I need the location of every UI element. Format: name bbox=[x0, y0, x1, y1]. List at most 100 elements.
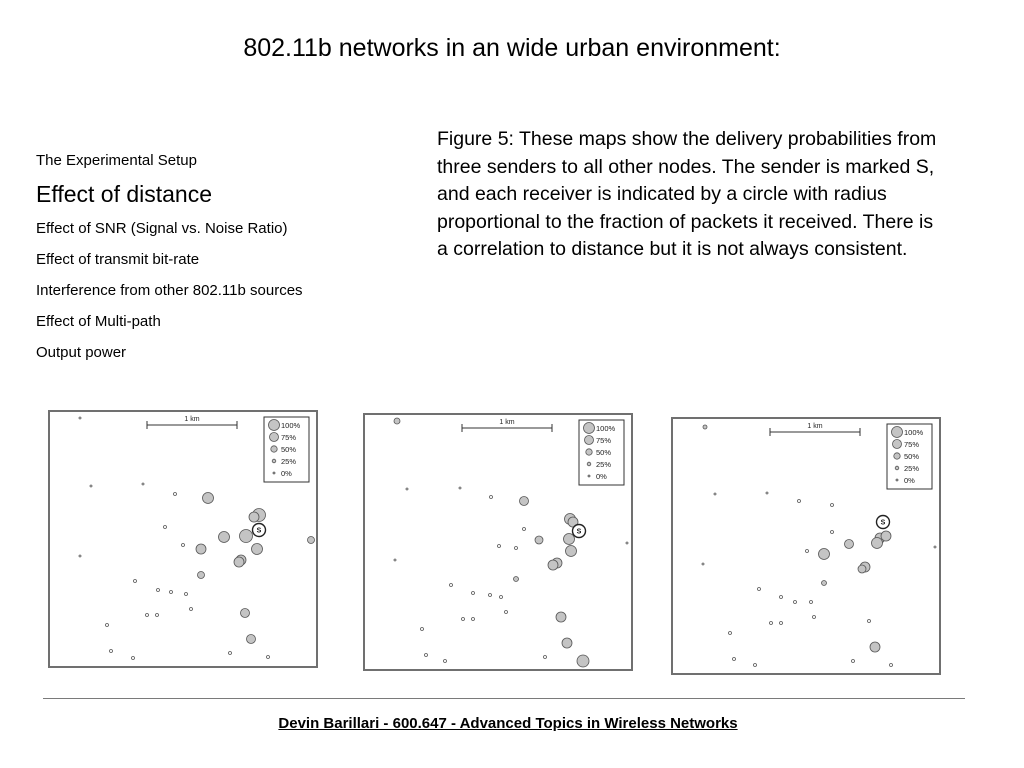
receiver-node bbox=[869, 641, 881, 653]
receiver-node bbox=[155, 613, 159, 617]
sender-circle bbox=[875, 514, 891, 530]
receiver-node bbox=[393, 558, 397, 562]
legend-circle bbox=[269, 432, 279, 442]
receiver-node bbox=[576, 654, 590, 668]
legend-circle bbox=[270, 445, 278, 453]
outline-item-effect-of-snr: Effect of SNR (Signal vs. Noise Ratio) bbox=[36, 220, 288, 237]
receiver-node bbox=[933, 545, 937, 549]
receiver-node bbox=[857, 564, 867, 574]
outline-item-multi-path: Effect of Multi-path bbox=[36, 313, 161, 330]
receiver-node bbox=[78, 554, 82, 558]
receiver-node bbox=[844, 539, 854, 549]
legend-circle bbox=[271, 458, 277, 464]
receiver-node bbox=[534, 535, 544, 545]
scale-bar-label: 1 km bbox=[184, 416, 199, 423]
legend-label: 100% bbox=[904, 428, 924, 437]
receiver-node bbox=[233, 556, 245, 568]
receiver-node bbox=[522, 527, 526, 531]
sender-label: S bbox=[257, 528, 262, 535]
receiver-node bbox=[458, 486, 462, 490]
receiver-node bbox=[248, 511, 260, 523]
receiver-node bbox=[156, 588, 160, 592]
scale-bar-label: 1 km bbox=[499, 419, 514, 426]
slide-title: 802.11b networks in an wide urban enviro… bbox=[243, 34, 781, 62]
receiver-node bbox=[173, 492, 177, 496]
receiver-node bbox=[504, 610, 508, 614]
legend-circle bbox=[892, 439, 902, 449]
receiver-node bbox=[307, 536, 315, 544]
legend-circle bbox=[587, 474, 591, 478]
receiver-node bbox=[563, 533, 575, 545]
receiver-node bbox=[625, 541, 629, 545]
legend-circle bbox=[583, 422, 595, 434]
receiver-node bbox=[561, 637, 573, 649]
sender-label: S bbox=[881, 520, 886, 527]
receiver-node bbox=[889, 663, 893, 667]
outline-item-effect-of-distance: Effect of distance bbox=[36, 181, 213, 207]
receiver-node bbox=[555, 611, 567, 623]
legend-label: 0% bbox=[596, 472, 607, 481]
receiver-node bbox=[513, 576, 519, 582]
outline-item-transmit-bit-rate: Effect of transmit bit-rate bbox=[36, 251, 200, 268]
receiver-node bbox=[713, 492, 717, 496]
receiver-node bbox=[497, 544, 501, 548]
receiver-node bbox=[131, 656, 135, 660]
sender-marker: S bbox=[875, 514, 891, 530]
receiver-node bbox=[867, 619, 871, 623]
receiver-node bbox=[251, 543, 263, 555]
receiver-node bbox=[488, 593, 492, 597]
receiver-node bbox=[821, 580, 827, 586]
legend-circle bbox=[584, 435, 594, 445]
receiver-node bbox=[184, 592, 188, 596]
receiver-node bbox=[871, 537, 883, 549]
receiver-node bbox=[701, 562, 705, 566]
receiver-node bbox=[163, 525, 167, 529]
sender-marker: S bbox=[251, 522, 267, 538]
legend-circle bbox=[893, 452, 901, 460]
delivery-legend: 100%75%50%25%0% bbox=[886, 423, 933, 490]
receiver-node bbox=[818, 548, 830, 560]
receiver-node bbox=[197, 571, 205, 579]
receiver-node bbox=[830, 530, 834, 534]
figure-caption: Figure 5: These maps show the delivery p… bbox=[437, 128, 937, 260]
receiver-node bbox=[228, 651, 232, 655]
legend-label: 75% bbox=[281, 433, 296, 442]
receiver-node bbox=[514, 546, 518, 550]
legend-label: 100% bbox=[596, 424, 616, 433]
receiver-node bbox=[195, 543, 207, 555]
receiver-node bbox=[141, 482, 145, 486]
receiver-node bbox=[420, 627, 424, 631]
receiver-node bbox=[543, 655, 547, 659]
receiver-node bbox=[753, 663, 757, 667]
receiver-node bbox=[567, 516, 579, 528]
legend-circle bbox=[585, 448, 593, 456]
receiver-node bbox=[239, 529, 253, 543]
receiver-node bbox=[218, 531, 230, 543]
receiver-node bbox=[181, 543, 185, 547]
receiver-node bbox=[189, 607, 193, 611]
receiver-node bbox=[424, 653, 428, 657]
delivery-legend: 100%75%50%25%0% bbox=[578, 419, 625, 486]
delivery-legend: 100%75%50%25%0% bbox=[263, 416, 310, 483]
receiver-node bbox=[793, 600, 797, 604]
footer-credit: Devin Barillari - 600.647 - Advanced Top… bbox=[278, 715, 738, 732]
legend-label: 75% bbox=[904, 440, 919, 449]
receiver-node bbox=[830, 503, 834, 507]
receiver-node bbox=[145, 613, 149, 617]
legend-label: 25% bbox=[281, 457, 296, 466]
receiver-node bbox=[109, 649, 113, 653]
receiver-node bbox=[240, 608, 250, 618]
receiver-node bbox=[702, 424, 708, 430]
legend-circle bbox=[586, 461, 592, 467]
receiver-node bbox=[499, 595, 503, 599]
receiver-node bbox=[246, 634, 256, 644]
receiver-node bbox=[266, 655, 270, 659]
receiver-node bbox=[812, 615, 816, 619]
receiver-node bbox=[805, 549, 809, 553]
receiver-node bbox=[519, 496, 529, 506]
receiver-node bbox=[133, 579, 137, 583]
legend-circle bbox=[891, 426, 903, 438]
legend-circle bbox=[272, 471, 276, 475]
legend-circle bbox=[894, 465, 900, 471]
legend-label: 25% bbox=[596, 460, 611, 469]
